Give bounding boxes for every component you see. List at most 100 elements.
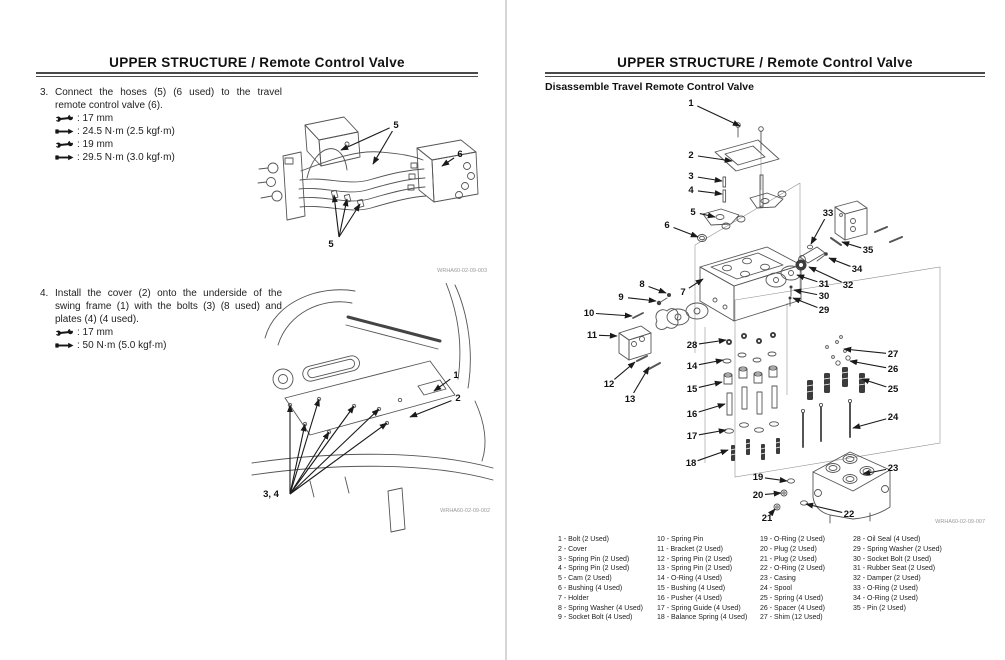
- callout-leader: [698, 380, 723, 388]
- callout-1: 1: [453, 370, 459, 381]
- callout-leader: [697, 155, 733, 163]
- part-item: 24 - Spool: [760, 584, 792, 592]
- step-text-line: Connect the hoses (5) (6 used) to the tr…: [55, 87, 282, 98]
- page-divider: [505, 0, 507, 660]
- callout-24: 24: [888, 412, 899, 423]
- callout-26: 26: [888, 364, 899, 375]
- spec-text: : 19 mm: [77, 139, 114, 150]
- callout-21: 21: [762, 513, 773, 524]
- step-number: 3.: [40, 87, 49, 98]
- part-item: 22 - O-Ring (2 Used): [760, 565, 825, 573]
- callout-11: 11: [587, 330, 598, 341]
- callout-12: 12: [604, 379, 615, 390]
- callout-3: 3: [688, 171, 693, 182]
- callout-leader: [698, 403, 726, 413]
- part-item: 35 - Pin (2 Used): [853, 604, 906, 612]
- figure-cover-install: WRHA60-02-09-002 1 2 3, 4: [251, 283, 494, 533]
- callout-leader: [808, 266, 842, 283]
- part-item: 28 - Oil Seal (4 Used): [853, 536, 921, 543]
- callout-2: 2: [688, 150, 693, 161]
- callout-leader: [792, 297, 818, 308]
- callout-leader: [340, 127, 390, 151]
- callout-leader: [338, 203, 361, 238]
- callout-8: 8: [639, 279, 644, 290]
- step-text-line: remote control valve (6).: [55, 100, 163, 111]
- callout-leader: [843, 346, 887, 354]
- spec-text: : 24.5 N·m (2.5 kgf·m): [77, 126, 175, 137]
- part-item: 9 - Socket Bolt (4 Used): [558, 614, 633, 622]
- callout-leader: [764, 477, 788, 483]
- step-4: 4. Install the cover (2) onto the unders…: [40, 287, 282, 352]
- step-text-line: Install the cover (2) onto the underside…: [55, 288, 282, 299]
- callout-leader: [289, 408, 380, 495]
- callout-leader: [861, 378, 887, 388]
- callout-leader: [613, 361, 636, 380]
- part-item: 34 - O-Ring (2 Used): [853, 594, 918, 602]
- part-item: 19 - O-Ring (2 Used): [760, 536, 825, 543]
- page-title: UPPER STRUCTURE / Remote Control Valve: [109, 55, 405, 70]
- spec-text: : 17 mm: [77, 113, 114, 124]
- callout-leader: [828, 257, 851, 267]
- part-item: 10 - Spring Pin: [657, 536, 704, 543]
- figure-code: WRHA60-02-09-007: [935, 519, 985, 525]
- callout-leader: [627, 297, 657, 304]
- callout-leader: [441, 157, 455, 167]
- callout-leader: [805, 502, 843, 513]
- step-number: 4.: [40, 288, 49, 299]
- callout-10: 10: [584, 308, 595, 319]
- callout-29: 29: [819, 305, 830, 316]
- wrench-icon: [55, 328, 74, 336]
- callout-28: 28: [687, 340, 698, 351]
- part-item: 16 - Pusher (4 Used): [657, 594, 722, 602]
- callout-leader: [372, 130, 393, 165]
- callout-leader: [673, 227, 699, 238]
- part-item: 11 - Bracket (2 Used): [657, 545, 724, 553]
- part-item: 7 - Holder: [558, 594, 589, 602]
- spec-row: : 19 mm: [55, 138, 282, 151]
- callout-23: 23: [888, 463, 899, 474]
- callout-leader: [796, 274, 818, 283]
- part-item: 5 - Cam (2 Used): [558, 575, 612, 583]
- step-text-line: plates (4) (4 used).: [55, 314, 139, 325]
- callout-leader: [764, 490, 782, 497]
- callout-leader: [699, 212, 716, 219]
- part-item: 6 - Bushing (4 Used): [558, 584, 623, 592]
- section-title: Disassemble Travel Remote Control Valve: [545, 81, 754, 93]
- part-item: 2 - Cover: [558, 545, 587, 553]
- wrench-icon: [55, 114, 74, 122]
- callout-leader: [433, 378, 451, 392]
- part-item: 33 - O-Ring (2 Used): [853, 584, 918, 592]
- figure-exploded-valve: WRHA60-02-09-007 12345678910111213141516…: [584, 98, 985, 525]
- callout-4: 4: [688, 185, 694, 196]
- wrench-icon: [55, 140, 74, 148]
- callout-22: 22: [844, 509, 855, 520]
- part-item: 32 - Damper (2 Used): [853, 575, 921, 583]
- callout-leader: [289, 431, 330, 495]
- part-item: 27 - Shim (12 Used): [760, 614, 823, 622]
- torque-wrench-icon: [55, 154, 74, 161]
- spec-row: : 29.5 N·m (3.0 kgf·m): [55, 151, 282, 164]
- callout-2: 2: [455, 393, 460, 404]
- part-item: 21 - Plug (2 Used): [760, 555, 817, 563]
- callout-leader: [633, 366, 650, 394]
- figure-code: WRHA60-02-09-002: [440, 508, 490, 514]
- callout-9: 9: [618, 292, 623, 303]
- callout-leader: [338, 198, 349, 238]
- callout-leader: [331, 194, 340, 238]
- callout-7: 7: [680, 287, 685, 298]
- parts-column: 19 - O-Ring (2 Used)20 - Plug (2 Used)21…: [760, 535, 853, 623]
- callout-3-4: 3, 4: [263, 489, 280, 500]
- callout-17: 17: [687, 431, 698, 442]
- part-item: 8 - Spring Washer (4 Used): [558, 604, 643, 612]
- part-item: 30 - Socket Bolt (2 Used): [853, 555, 932, 563]
- callout-leader: [598, 332, 618, 339]
- figure-hoses: WRHA60-02-09-003 565: [257, 116, 487, 274]
- spec-row: : 17 mm: [55, 112, 282, 125]
- callout-13: 13: [625, 394, 636, 405]
- callout-27: 27: [888, 349, 899, 360]
- figure-code: WRHA60-02-09-003: [437, 268, 487, 274]
- callout-32: 32: [843, 280, 854, 291]
- part-item: 3 - Spring Pin (2 Used): [558, 555, 630, 563]
